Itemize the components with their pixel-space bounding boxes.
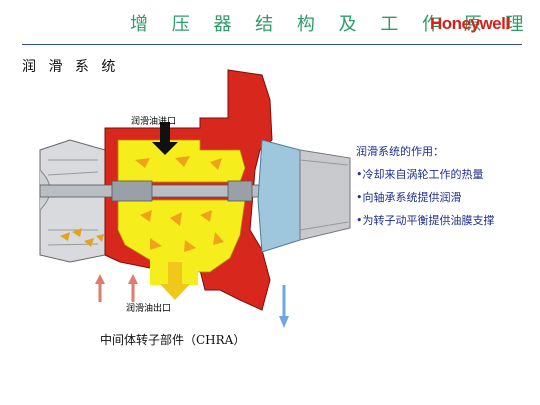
cold-air-arrows: [279, 285, 289, 328]
title-divider: [22, 44, 522, 45]
oil-inlet-label: 润滑油进口: [131, 117, 177, 127]
info-heading: 润滑系统的作用：: [356, 145, 444, 158]
exhaust-arrows: [95, 274, 138, 302]
turbine-wheel: [39, 139, 106, 263]
hot-gas-arrows: [60, 228, 104, 247]
info-item-oil-film: •为转子动平衡提供油膜支撑: [356, 214, 495, 227]
slide-title: 增 压 器 结 构 及 工 作 原 理: [130, 14, 533, 35]
oil-outlet-arrow: [160, 262, 190, 300]
oil-flow-arrows: [135, 156, 224, 252]
section-heading: 润 滑 系 统: [22, 59, 120, 75]
honeywell-logo: Honeywell: [430, 14, 510, 33]
oil-outlet-label: 润滑油出口: [126, 304, 172, 314]
info-item-lubrication: •向轴承系统提供润滑: [356, 191, 462, 204]
compressor-housing: [257, 139, 351, 253]
oil-inlet-arrow: [152, 122, 178, 155]
lubrication-functions-panel: 润滑系统的作用： •冷却来自涡轮工作的热量 •向轴承系统提供润滑 •为转子动平衡…: [356, 140, 526, 232]
diagram-caption: 中间体转子部件（CHRA）: [100, 333, 246, 347]
info-item-cooling: •冷却来自涡轮工作的热量: [356, 168, 484, 181]
